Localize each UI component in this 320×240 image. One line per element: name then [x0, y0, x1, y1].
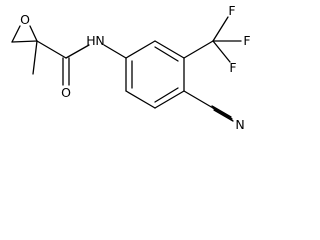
n-aryl-bond — [103, 44, 127, 59]
ring-inner-bond-2 — [154, 87, 179, 103]
nitrile-bond-3 — [213, 109, 234, 122]
ring-bond-2 — [154, 40, 185, 59]
amide-cn-bond — [65, 44, 90, 59]
cf-bond-3 — [212, 40, 231, 63]
nitrile-bond-2 — [212, 107, 233, 120]
fluorine-label-2: F — [243, 33, 250, 48]
atom-labels: O H N O F F F N — [20, 3, 251, 132]
carbonyl-oxygen-label: O — [61, 85, 71, 100]
epoxide-bond-o-ch2 — [11, 25, 21, 43]
ring-bond-1 — [125, 40, 156, 59]
fluorine-label-1: F — [228, 3, 235, 18]
nitrile-bond-1 — [211, 105, 232, 118]
epoxide-bond-o-cq — [29, 25, 38, 42]
ring-bond-4 — [154, 90, 185, 109]
epoxide-oxygen-label: O — [20, 12, 30, 27]
epoxide-bond-ch2-cq — [11, 40, 38, 43]
ring-inner-bond-1 — [154, 46, 179, 62]
bonds — [11, 16, 242, 122]
amide-h-label: H — [86, 33, 95, 48]
ring-bond-5 — [125, 90, 156, 109]
chemical-structure: O H N O F F F N — [11, 3, 251, 132]
ring-cn-bond — [183, 90, 214, 109]
cq-carbonyl-bond — [36, 40, 67, 59]
nitrile-nitrogen-label: N — [235, 117, 244, 132]
fluorine-label-3: F — [229, 60, 236, 75]
methyl-bond — [32, 40, 38, 75]
cf-bond-1 — [212, 16, 229, 42]
ring-cf3-bond — [183, 40, 214, 59]
amide-nitrogen-label: N — [95, 33, 104, 48]
